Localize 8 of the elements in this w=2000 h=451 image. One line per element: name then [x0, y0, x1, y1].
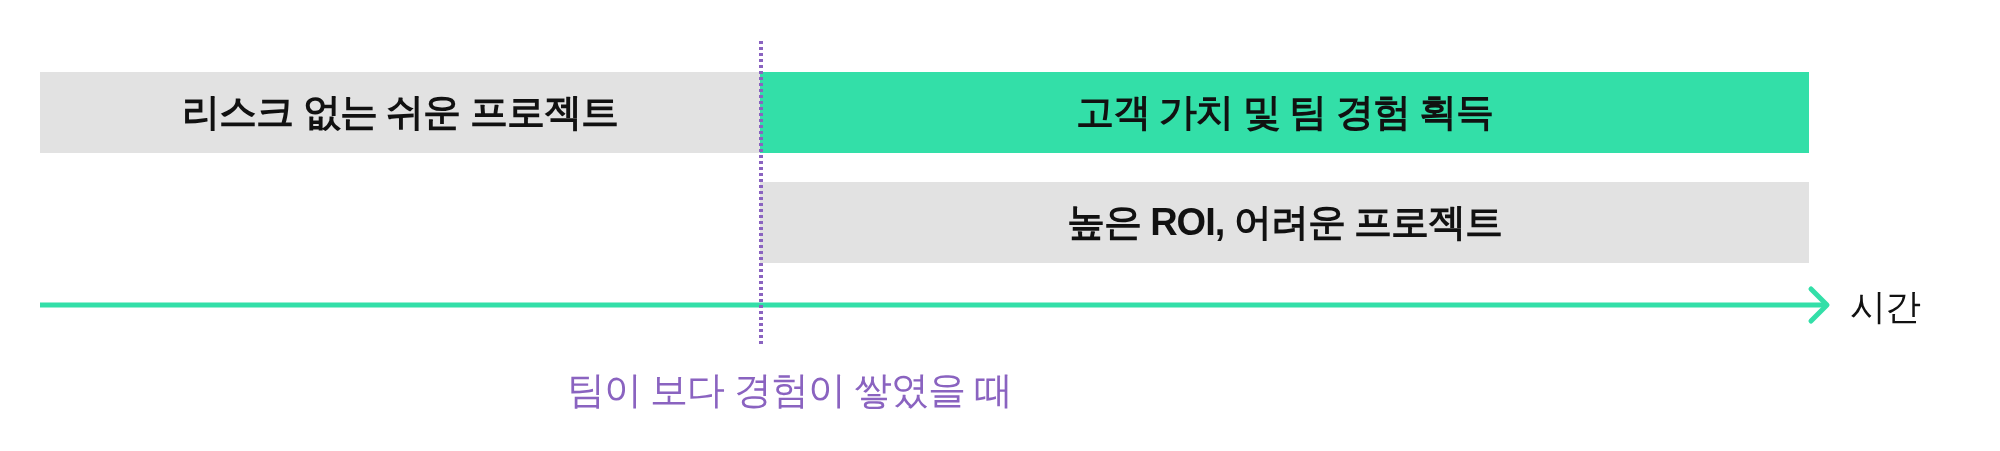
phase-label: 리스크 없는 쉬운 프로젝트 — [182, 90, 618, 135]
axis-label: 시간 — [1850, 285, 1920, 329]
phase-bar — [760, 72, 1809, 153]
phase-bar — [40, 72, 760, 153]
milestone-label: 팀이 보다 경험이 쌓였을 때 — [566, 368, 1012, 413]
phase-label: 고객 가치 및 팀 경험 획득 — [1075, 90, 1494, 135]
phase-label: 높은 ROI, 어려운 프로젝트 — [1066, 200, 1503, 245]
phase-bar — [760, 182, 1809, 263]
